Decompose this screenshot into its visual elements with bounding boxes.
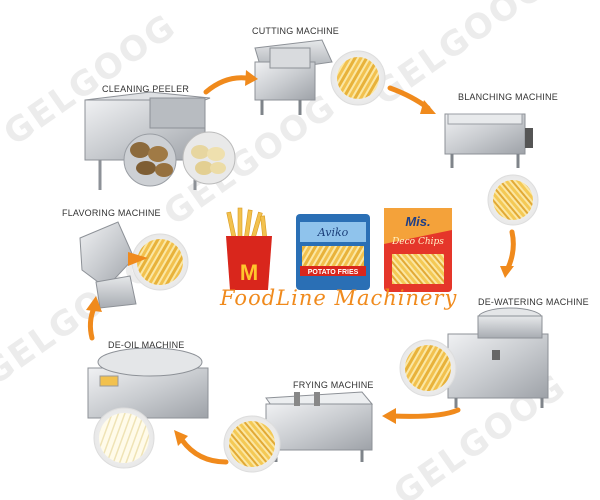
product-mis-chips-bag: Mis. Deco Chips xyxy=(384,208,452,292)
aviko-brand-text: Aviko xyxy=(317,226,349,239)
cutting-machine xyxy=(254,39,386,115)
cleaning-peeler-machine xyxy=(84,91,236,190)
label-flavoring-machine: FLAVORING MACHINE xyxy=(62,208,161,218)
arrow-deoil-to-flavoring xyxy=(87,305,97,341)
process-arrows xyxy=(87,75,516,465)
arrow-peeler-to-cutter xyxy=(203,75,249,95)
de-watering-machine xyxy=(399,307,549,408)
product-mcdonalds-fries: M xyxy=(226,207,272,290)
brand-m-logo: M xyxy=(240,260,258,285)
label-cutting-machine: CUTTING MACHINE xyxy=(252,26,339,36)
label-cleaning-peeler: CLEANING PEELER xyxy=(102,84,190,94)
mis-brand-text: Mis. xyxy=(405,214,430,229)
diagram-title: FoodLine Machinery xyxy=(220,286,458,310)
arrow-heads xyxy=(86,70,514,446)
label-de-watering-machine: DE-WATERING MACHINE xyxy=(478,297,589,307)
arrow-frying-to-deoil xyxy=(179,437,229,465)
blanching-machine xyxy=(444,113,539,226)
flavoring-machine xyxy=(79,221,189,309)
mis-product-text: Deco Chips xyxy=(391,237,444,247)
arrow-blanching-to-dewatering xyxy=(505,229,516,271)
arrow-cutter-to-blanching xyxy=(387,85,431,111)
frying-machine xyxy=(223,391,373,473)
label-frying-machine: FRYING MACHINE xyxy=(293,380,374,390)
label-blanching-machine: BLANCHING MACHINE xyxy=(458,92,558,102)
aviko-product-text: POTATO FRIES xyxy=(308,269,359,276)
product-aviko-bag: Aviko POTATO FRIES xyxy=(296,214,370,290)
label-de-oil-machine: DE-OIL MACHINE xyxy=(108,340,185,350)
arrow-dewatering-to-frying xyxy=(389,407,461,419)
de-oil-machine xyxy=(87,347,209,469)
